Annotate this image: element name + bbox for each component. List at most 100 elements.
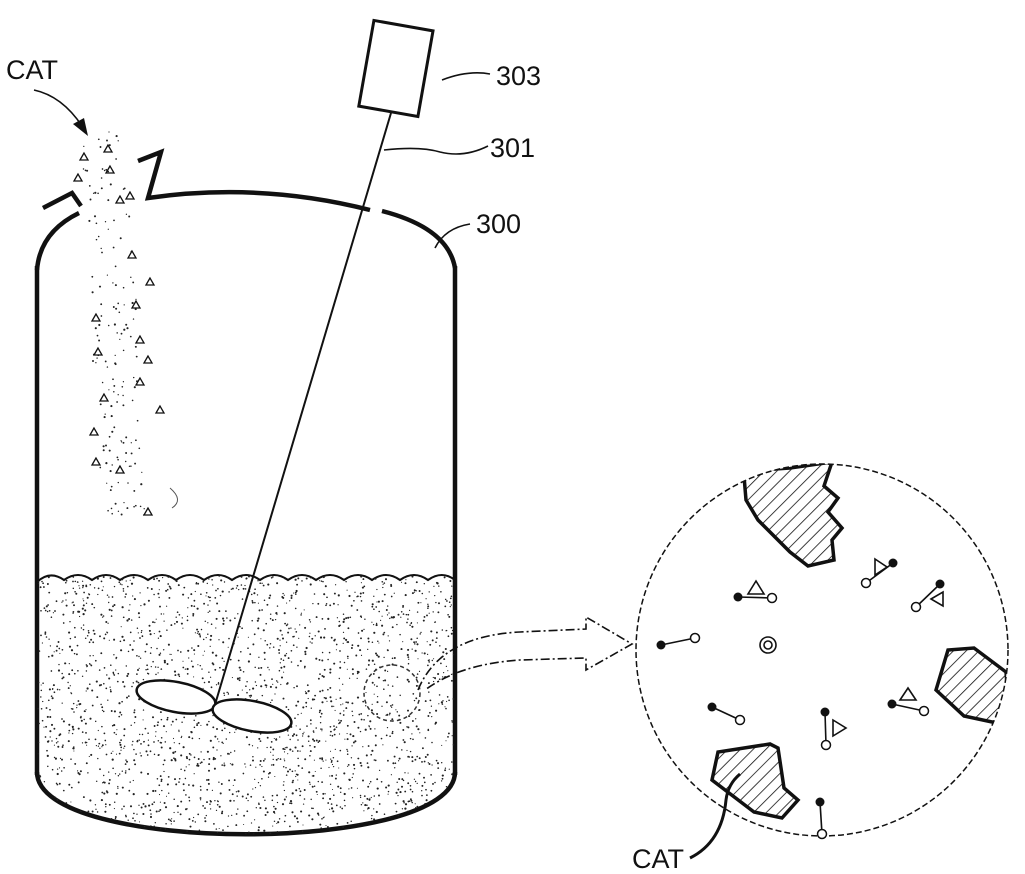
stream-dot bbox=[121, 386, 123, 388]
speckle-dot bbox=[74, 673, 76, 675]
speckle-dot bbox=[173, 799, 175, 801]
speckle-dot bbox=[217, 804, 219, 806]
speckle-dot bbox=[440, 837, 442, 839]
speckle-dot bbox=[117, 681, 119, 683]
speckle-dot bbox=[105, 806, 106, 807]
speckle-dot bbox=[328, 767, 329, 768]
speckle-dot bbox=[432, 783, 434, 785]
speckle-dot bbox=[312, 808, 314, 810]
speckle-dot bbox=[340, 787, 342, 789]
speckle-dot bbox=[228, 647, 229, 648]
speckle-dot bbox=[55, 758, 57, 760]
speckle-dot bbox=[133, 813, 135, 815]
speckle-dot bbox=[51, 740, 52, 741]
speckle-dot bbox=[176, 580, 178, 582]
speckle-dot bbox=[201, 629, 203, 631]
speckle-dot bbox=[399, 758, 401, 760]
speckle-dot bbox=[368, 745, 370, 747]
speckle-dot bbox=[291, 802, 293, 804]
speckle-dot bbox=[108, 602, 109, 603]
speckle-dot bbox=[442, 778, 444, 780]
speckle-dot bbox=[408, 659, 409, 660]
speckle-dot bbox=[383, 680, 384, 681]
speckle-dot bbox=[357, 788, 358, 789]
speckle-dot bbox=[317, 794, 318, 795]
speckle-dot bbox=[216, 749, 217, 750]
speckle-dot bbox=[245, 685, 247, 687]
speckle-dot bbox=[210, 597, 211, 598]
speckle-dot bbox=[432, 611, 433, 612]
speckle-dot bbox=[283, 766, 285, 768]
speckle-dot bbox=[406, 614, 408, 616]
speckle-dot bbox=[321, 781, 323, 783]
stream-triangle bbox=[146, 278, 154, 285]
speckle-dot bbox=[200, 797, 202, 799]
speckle-dot bbox=[389, 714, 390, 715]
speckle-dot bbox=[114, 732, 116, 734]
speckle-dot bbox=[264, 758, 266, 760]
speckle-dot bbox=[125, 816, 127, 818]
speckle-dot bbox=[256, 807, 257, 808]
speckle-dot bbox=[397, 834, 398, 835]
speckle-dot bbox=[112, 725, 114, 727]
speckle-dot bbox=[414, 700, 415, 701]
speckle-dot bbox=[228, 779, 230, 781]
speckle-dot bbox=[222, 618, 224, 620]
speckle-dot bbox=[363, 629, 364, 630]
speckle-dot bbox=[340, 720, 342, 722]
speckle-dot bbox=[101, 799, 103, 801]
speckle-dot bbox=[274, 693, 275, 694]
stream-dot bbox=[128, 216, 130, 218]
speckle-dot bbox=[118, 581, 120, 583]
speckle-dot bbox=[180, 768, 182, 770]
speckle-dot bbox=[155, 731, 156, 732]
speckle-dot bbox=[432, 660, 433, 661]
speckle-dot bbox=[62, 702, 63, 703]
speckle-dot bbox=[65, 582, 67, 584]
speckle-dot bbox=[125, 770, 126, 771]
speckle-dot bbox=[172, 721, 174, 723]
speckle-dot bbox=[264, 680, 266, 682]
speckle-dot bbox=[222, 657, 224, 659]
speckle-dot bbox=[317, 603, 319, 605]
speckle-dot bbox=[350, 733, 352, 735]
speckle-dot bbox=[91, 689, 93, 691]
speckle-dot bbox=[319, 757, 321, 759]
stream-dot bbox=[113, 391, 115, 393]
speckle-dot bbox=[102, 782, 103, 783]
speckle-dot bbox=[223, 743, 224, 744]
speckle-dot bbox=[139, 821, 140, 822]
speckle-dot bbox=[354, 721, 356, 723]
speckle-dot bbox=[340, 704, 341, 705]
speckle-dot bbox=[424, 782, 426, 784]
speckle-dot bbox=[58, 824, 60, 826]
speckle-dot bbox=[153, 578, 155, 580]
speckle-dot bbox=[40, 696, 41, 697]
speckle-dot bbox=[329, 798, 331, 800]
speckle-dot bbox=[74, 829, 76, 831]
speckle-dot bbox=[157, 672, 158, 673]
speckle-dot bbox=[167, 717, 169, 719]
speckle-dot bbox=[82, 676, 83, 677]
speckle-dot bbox=[203, 655, 204, 656]
speckle-dot bbox=[280, 658, 282, 660]
speckle-dot bbox=[202, 805, 204, 807]
speckle-dot bbox=[372, 603, 374, 605]
speckle-dot bbox=[251, 594, 253, 596]
speckle-dot bbox=[200, 636, 201, 637]
speckle-dot bbox=[357, 828, 358, 829]
speckle-dot bbox=[133, 759, 135, 761]
speckle-dot bbox=[279, 736, 280, 737]
speckle-dot bbox=[212, 652, 214, 654]
speckle-dot bbox=[193, 676, 194, 677]
stream-dot bbox=[131, 442, 132, 443]
speckle-dot bbox=[129, 781, 130, 782]
speckle-dot bbox=[326, 840, 328, 842]
speckle-dot bbox=[373, 673, 375, 675]
speckle-dot bbox=[67, 592, 68, 593]
speckle-dot bbox=[373, 832, 375, 834]
speckle-dot bbox=[123, 639, 125, 641]
speckle-dot bbox=[87, 772, 88, 773]
speckle-dot bbox=[174, 671, 176, 673]
speckle-dot bbox=[333, 794, 335, 796]
